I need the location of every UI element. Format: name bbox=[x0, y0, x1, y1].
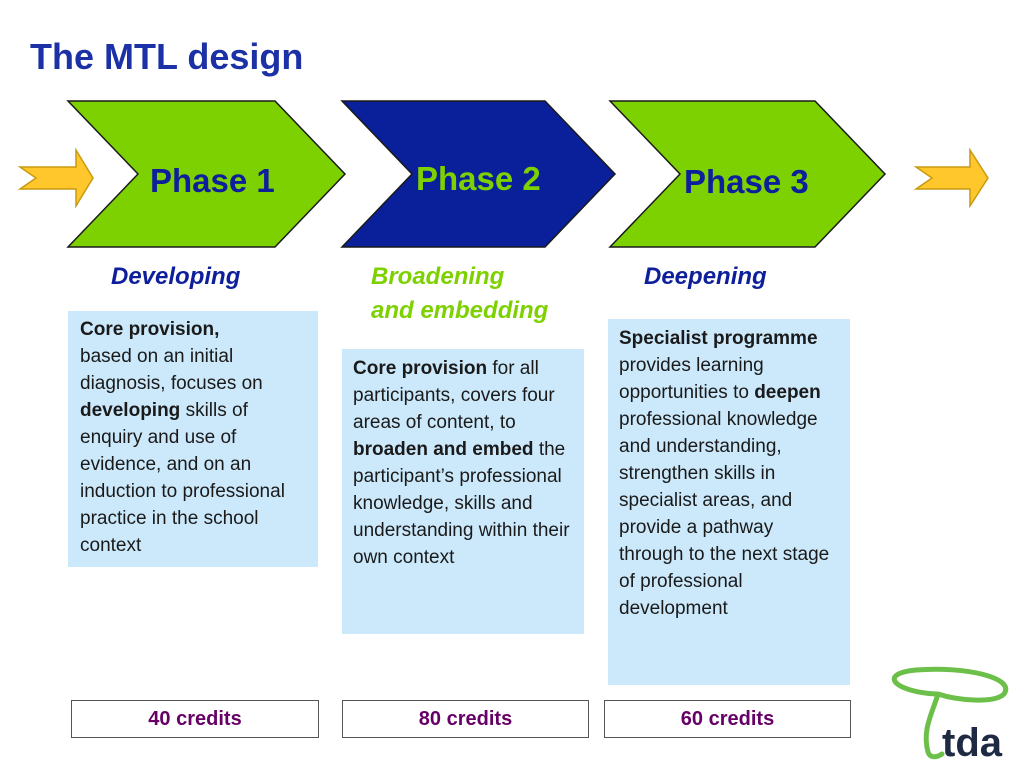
phase-2-stage-line1: Broadening bbox=[371, 263, 505, 290]
phase-1-description: Core provision, based on an initial diag… bbox=[68, 311, 318, 567]
phase-2-chevron bbox=[340, 100, 617, 248]
phase-2-label: Phase 2 bbox=[416, 160, 541, 197]
phase-1-credits: 40 credits bbox=[71, 700, 319, 738]
phase-3-desc-text-1: provides learning opportunities to bbox=[619, 355, 764, 403]
phase-1-stage: Developing bbox=[111, 263, 241, 290]
tda-logo-text: tda bbox=[942, 721, 1003, 764]
page-title: The MTL design bbox=[30, 36, 304, 77]
phase-2-description: Core provision for all participants, cov… bbox=[342, 349, 584, 634]
right-exit-arrow bbox=[913, 147, 989, 209]
phase-2-stage: Broadening and embedding bbox=[371, 260, 548, 328]
phase-3-stage: Deepening bbox=[644, 263, 767, 290]
phase-1-desc-bold-2: developing bbox=[80, 400, 181, 421]
phase-3-desc-bold-1: Specialist programme bbox=[619, 328, 818, 349]
phase-3-chevron bbox=[608, 100, 887, 248]
phase-1-desc-text-1: based on an initial diagnosis, focuses o… bbox=[80, 346, 263, 394]
phase-1-desc-text-2: skills of enquiry and use of evidence, a… bbox=[80, 400, 285, 556]
tda-logo: tda bbox=[891, 666, 1009, 764]
phase-2-stage-line2: and embedding bbox=[371, 297, 549, 324]
phase-3-desc-text-2: professional knowledge and understanding… bbox=[619, 409, 830, 619]
phase-3-label: Phase 3 bbox=[684, 163, 809, 200]
phase-2-desc-bold-1: Core provision bbox=[353, 358, 488, 379]
phase-2-desc-text-1: for all participants, covers four areas … bbox=[353, 358, 555, 433]
phase-3-credits: 60 credits bbox=[604, 700, 851, 738]
phase-1-label: Phase 1 bbox=[150, 162, 275, 199]
phase-2-desc-bold-2: broaden and embed bbox=[353, 439, 534, 460]
phase-2-desc-text-2: the participant’s professional knowledge… bbox=[353, 439, 570, 568]
phase-1-chevron bbox=[66, 100, 347, 248]
phase-3-description: Specialist programme provides learning o… bbox=[608, 319, 850, 685]
phase-2-credits: 80 credits bbox=[342, 700, 589, 738]
phase-1-desc-bold-1: Core provision, bbox=[80, 319, 220, 340]
left-entry-arrow bbox=[17, 147, 94, 209]
phase-3-desc-bold-2: deepen bbox=[754, 382, 821, 403]
